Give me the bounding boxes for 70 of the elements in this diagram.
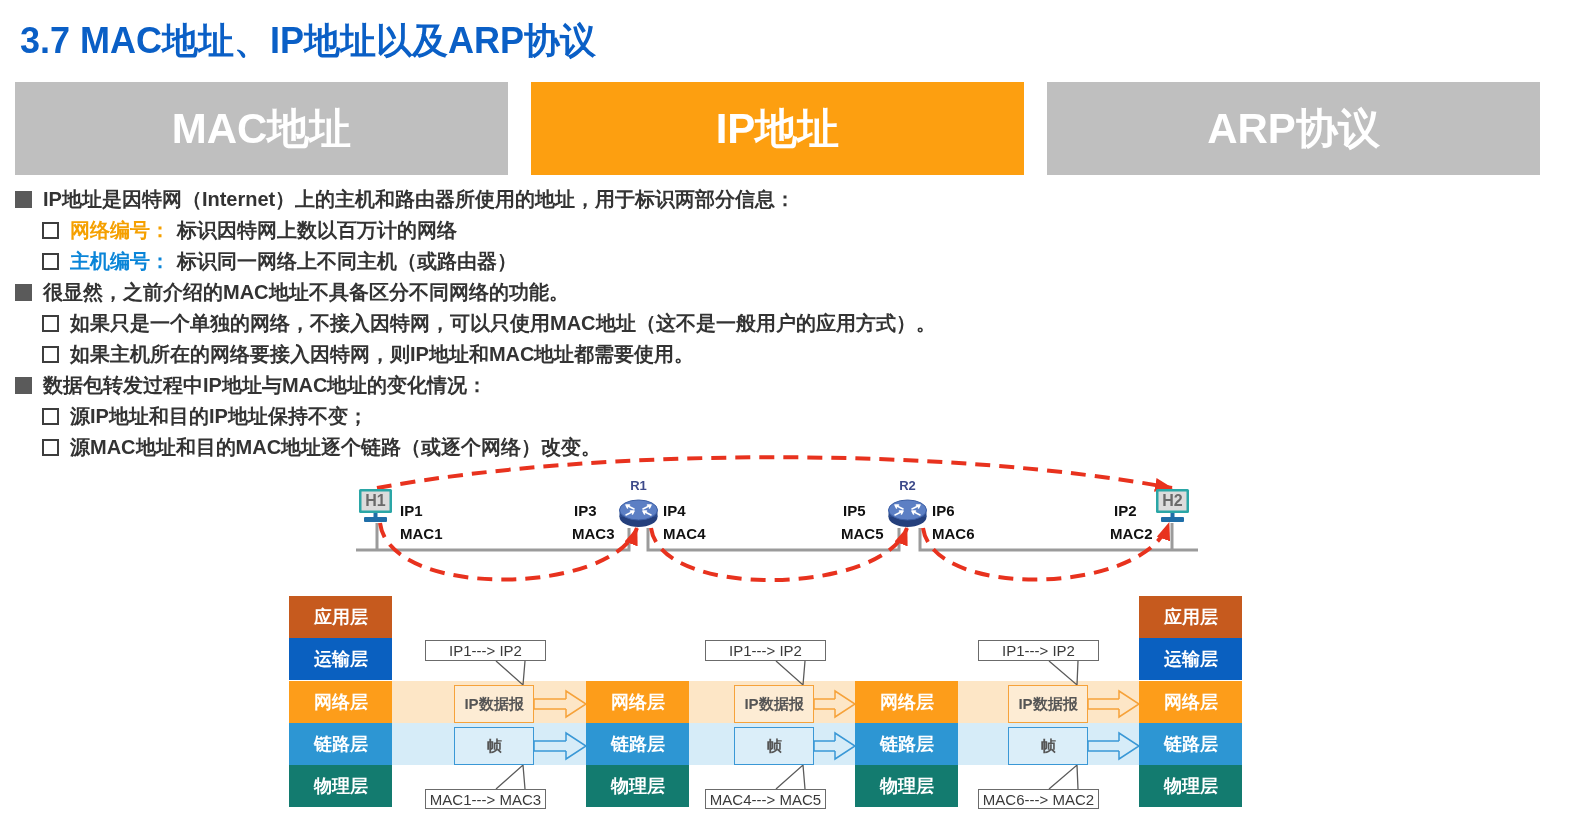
layer-block: 链路层 [586,723,689,765]
layer-block: 网络层 [586,681,689,723]
router-name: R2 [898,478,917,493]
callout-box: IP1---> IP2 [425,640,546,661]
layer-block: 链路层 [1139,723,1242,765]
bullet-text: 如果主机所在的网络要接入因特网，则IP地址和MAC地址都需要使用。 [70,342,695,366]
layer-block: 物理层 [855,765,958,807]
address-label: MAC3 [572,525,615,542]
bullet-text: 源IP地址和目的IP地址保持不变； [70,404,368,428]
address-label: IP4 [663,502,686,519]
layer-block: 物理层 [289,765,392,807]
address-label: MAC5 [841,525,884,542]
tab: ARP协议 [1047,82,1540,175]
network-link [354,523,631,552]
bullet-text: 数据包转发过程中IP地址与MAC地址的变化情况： [43,373,488,397]
address-label: MAC4 [663,525,706,542]
data-unit-box: IP数据报 [1008,685,1088,723]
term-text: 主机编号： [70,249,170,273]
bullet-text: 如果只是一个单独的网络，不接入因特网，可以只使用MAC地址（这不是一般用户的应用方式）。 [70,311,936,335]
network-link [646,528,901,552]
layer-block: 物理层 [1139,765,1242,807]
leader-line [775,763,806,790]
address-label: IP1 [400,502,423,519]
layer-block: 运输层 [289,638,392,680]
leader-line [495,660,526,687]
tab: MAC地址 [15,82,508,175]
callout-box: IP1---> IP2 [978,640,1099,661]
router-name: R1 [629,478,648,493]
bullet-text: 标识因特网上数以百万计的网络 [177,218,457,242]
callout-box: MAC1---> MAC3 [425,789,546,809]
layer-block: 网络层 [1139,681,1242,723]
data-unit-box: IP数据报 [734,685,814,723]
bullet-text: 源MAC地址和目的MAC地址逐个链路（或逐个网络）改变。 [70,435,602,459]
callout-box: MAC4---> MAC5 [705,789,826,809]
route-arrow [921,521,1171,582]
address-label: MAC6 [932,525,975,542]
leader-line [775,660,806,687]
layer-block: 网络层 [289,681,392,723]
address-label: IP5 [843,502,866,519]
layer-block: 网络层 [855,681,958,723]
layer-block: 运输层 [1139,638,1242,680]
bullet-text: 很显然，之前介绍的MAC地址不具备区分不同网络的功能。 [43,280,569,304]
layer-block: 应用层 [1139,596,1242,638]
route-arrow [378,522,639,582]
leader-line [1048,763,1079,790]
data-unit-box: 帧 [454,727,534,765]
data-unit-box: IP数据报 [454,685,534,723]
layer-block: 应用层 [289,596,392,638]
callout-box: IP1---> IP2 [705,640,826,661]
layer-block: 链路层 [289,723,392,765]
network-link [918,523,1200,552]
callout-box: MAC6---> MAC2 [978,789,1099,809]
data-unit-box: 帧 [734,727,814,765]
tab: IP地址 [531,82,1024,175]
data-unit-box: 帧 [1008,727,1088,765]
layer-block: 链路层 [855,723,958,765]
bullet-text: IP地址是因特网（Internet）上的主机和路由器所使用的地址，用于标识两部分信息： [43,187,796,211]
address-label: MAC2 [1110,525,1153,542]
leader-line [495,763,526,790]
layer-block: 物理层 [586,765,689,807]
leader-line [1048,660,1079,687]
route-arrow [376,455,1173,493]
address-label: IP6 [932,502,955,519]
term-text: 网络编号： [70,218,170,242]
route-arrow [649,526,909,583]
slide-title: 3.7 MAC地址、IP地址以及ARP协议 [20,19,597,63]
address-label: MAC1 [400,525,443,542]
address-label: IP2 [1114,502,1137,519]
bullet-text: 标识同一网络上不同主机（或路由器） [177,249,517,273]
address-label: IP3 [574,502,597,519]
